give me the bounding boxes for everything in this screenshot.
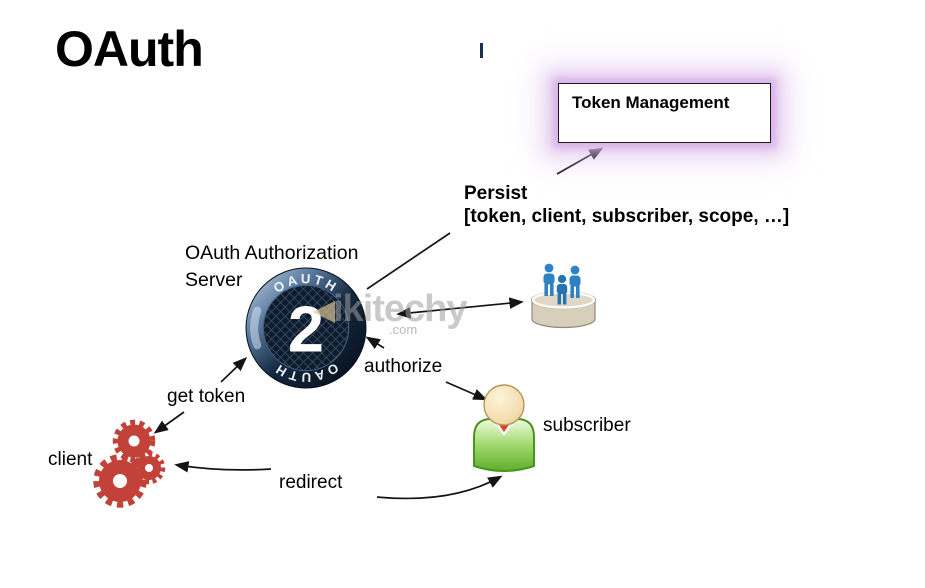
arrow-authorize-to-subscriber bbox=[445, 381, 488, 401]
auth-server-line2: Server bbox=[185, 269, 243, 291]
gear-icon bbox=[93, 454, 147, 508]
persist-label: Persist [token, client, subscriber, scop… bbox=[464, 182, 789, 228]
arrow-get-token-to-badge bbox=[220, 357, 248, 383]
auth-server-line1: OAuth Authorization bbox=[185, 242, 359, 264]
auth-server-label: OAuth Authorization Server bbox=[185, 240, 358, 294]
arrow-get-token-to-gears bbox=[153, 411, 185, 434]
people-icons bbox=[543, 263, 581, 305]
persist-line1: Persist bbox=[464, 183, 528, 204]
authorize-label: authorize bbox=[364, 356, 443, 377]
persist-line2: [token, client, subscriber, scope, …] bbox=[464, 206, 790, 227]
person-icon bbox=[569, 265, 581, 298]
line-badge-to-persist bbox=[366, 232, 451, 290]
person-icon bbox=[543, 263, 555, 296]
gear-icon bbox=[132, 451, 166, 485]
token-management-box: Token Management bbox=[558, 83, 771, 143]
arrow-redirect-to-subscriber bbox=[376, 475, 503, 500]
arrow-authorize-to-badge bbox=[365, 336, 385, 350]
client-gears-icon bbox=[93, 419, 166, 508]
page-title: OAuth bbox=[55, 21, 204, 77]
arrow-badge-db-bidirectional bbox=[396, 297, 524, 319]
subscribers-database-icon bbox=[531, 263, 596, 329]
subscriber-person-icon bbox=[473, 384, 535, 473]
gear-icon bbox=[112, 419, 156, 463]
client-label: client bbox=[48, 449, 93, 470]
get-token-label: get token bbox=[167, 386, 246, 407]
subscriber-label: subscriber bbox=[543, 415, 631, 436]
arrow-persist-to-token-box bbox=[556, 147, 604, 175]
person-icon bbox=[556, 274, 568, 305]
arrow-redirect-to-gears bbox=[174, 461, 272, 473]
redirect-label: redirect bbox=[279, 472, 343, 493]
badge-number: 2 bbox=[288, 292, 324, 365]
oauth2-badge-icon: OAUTH OAUTH 2 bbox=[245, 267, 367, 389]
token-management-label: Token Management bbox=[572, 93, 730, 112]
text-cursor-mark bbox=[480, 43, 483, 58]
